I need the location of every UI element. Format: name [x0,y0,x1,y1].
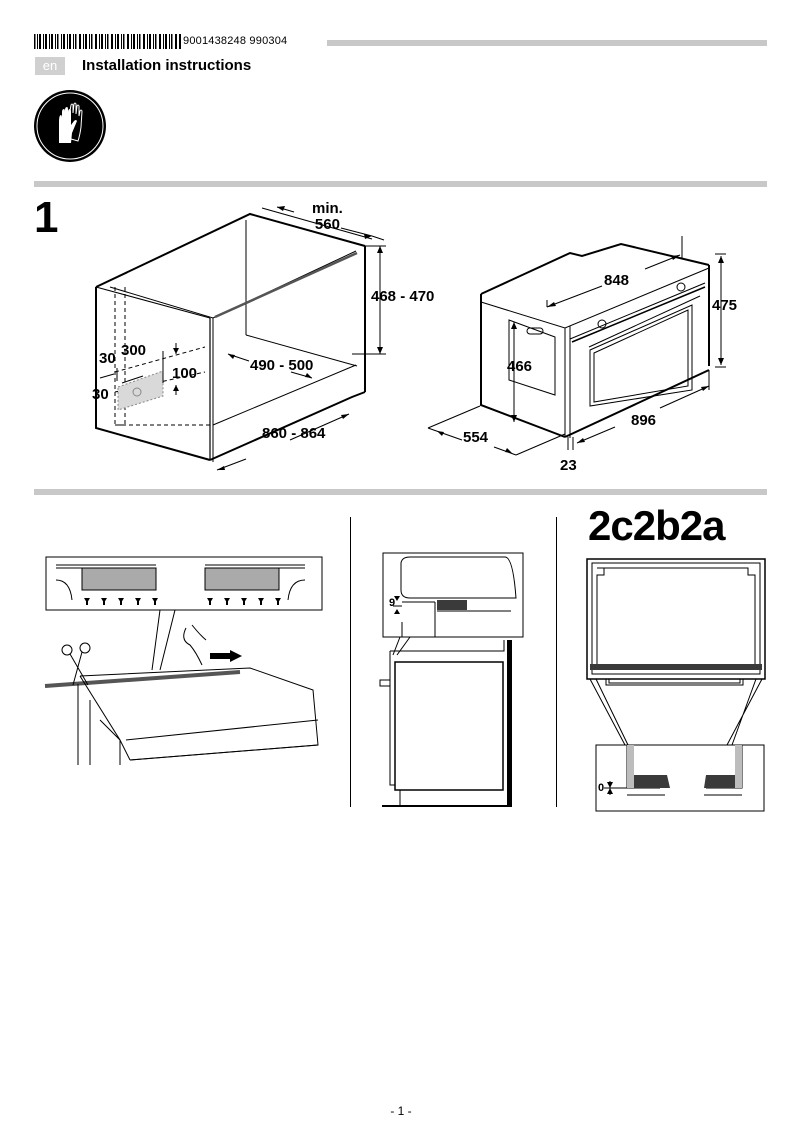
barcode-icon [34,34,182,49]
dim-min-label: min. [312,200,343,217]
dim-oven-848: 848 [604,272,630,289]
panel-side-section [370,540,540,820]
dim-gap-9: 9 [389,597,396,609]
panel-separator-2 [556,517,557,807]
dim-oven-front-thickness: 23 [560,457,577,474]
dim-min-depth: min. 560 [312,201,343,233]
panel-front-view [580,550,780,820]
step-number: 1 [34,193,59,242]
language-badge: en [35,57,65,75]
dim-oven-front-width: 896 [631,412,657,429]
dim-min-value: 560 [314,216,340,233]
page-number: - 1 - [390,1104,412,1118]
dim-cutout-offset-y: 30 [92,386,109,403]
document-title: Installation instructions [82,57,252,74]
section-rule-2 [34,489,767,495]
header-rule [327,40,767,46]
figure-1-drawings [0,0,802,490]
dim-cabinet-width: 860 - 864 [262,425,326,442]
dim-cutout-width: 300 [121,342,147,359]
figure-2-title: 2c2b2a [588,502,725,549]
dim-cutout-height: 100 [172,365,198,382]
section-rule-1 [34,181,767,187]
protective-gloves-icon [33,89,107,163]
dim-oven-height: 475 [712,297,738,314]
dim-oven-depth: 554 [463,429,489,446]
dim-inner-depth: 490 - 500 [250,357,314,374]
document-number: 9001438248 990304 [183,35,288,47]
dim-gap-0: 0 [598,782,605,794]
dim-cutout-offset-x: 30 [99,350,116,367]
dim-cabinet-height: 468 - 470 [371,288,435,305]
dim-oven-side-height: 466 [507,358,533,375]
panel-separator-1 [350,517,351,807]
panel-seal-strip [0,500,350,820]
